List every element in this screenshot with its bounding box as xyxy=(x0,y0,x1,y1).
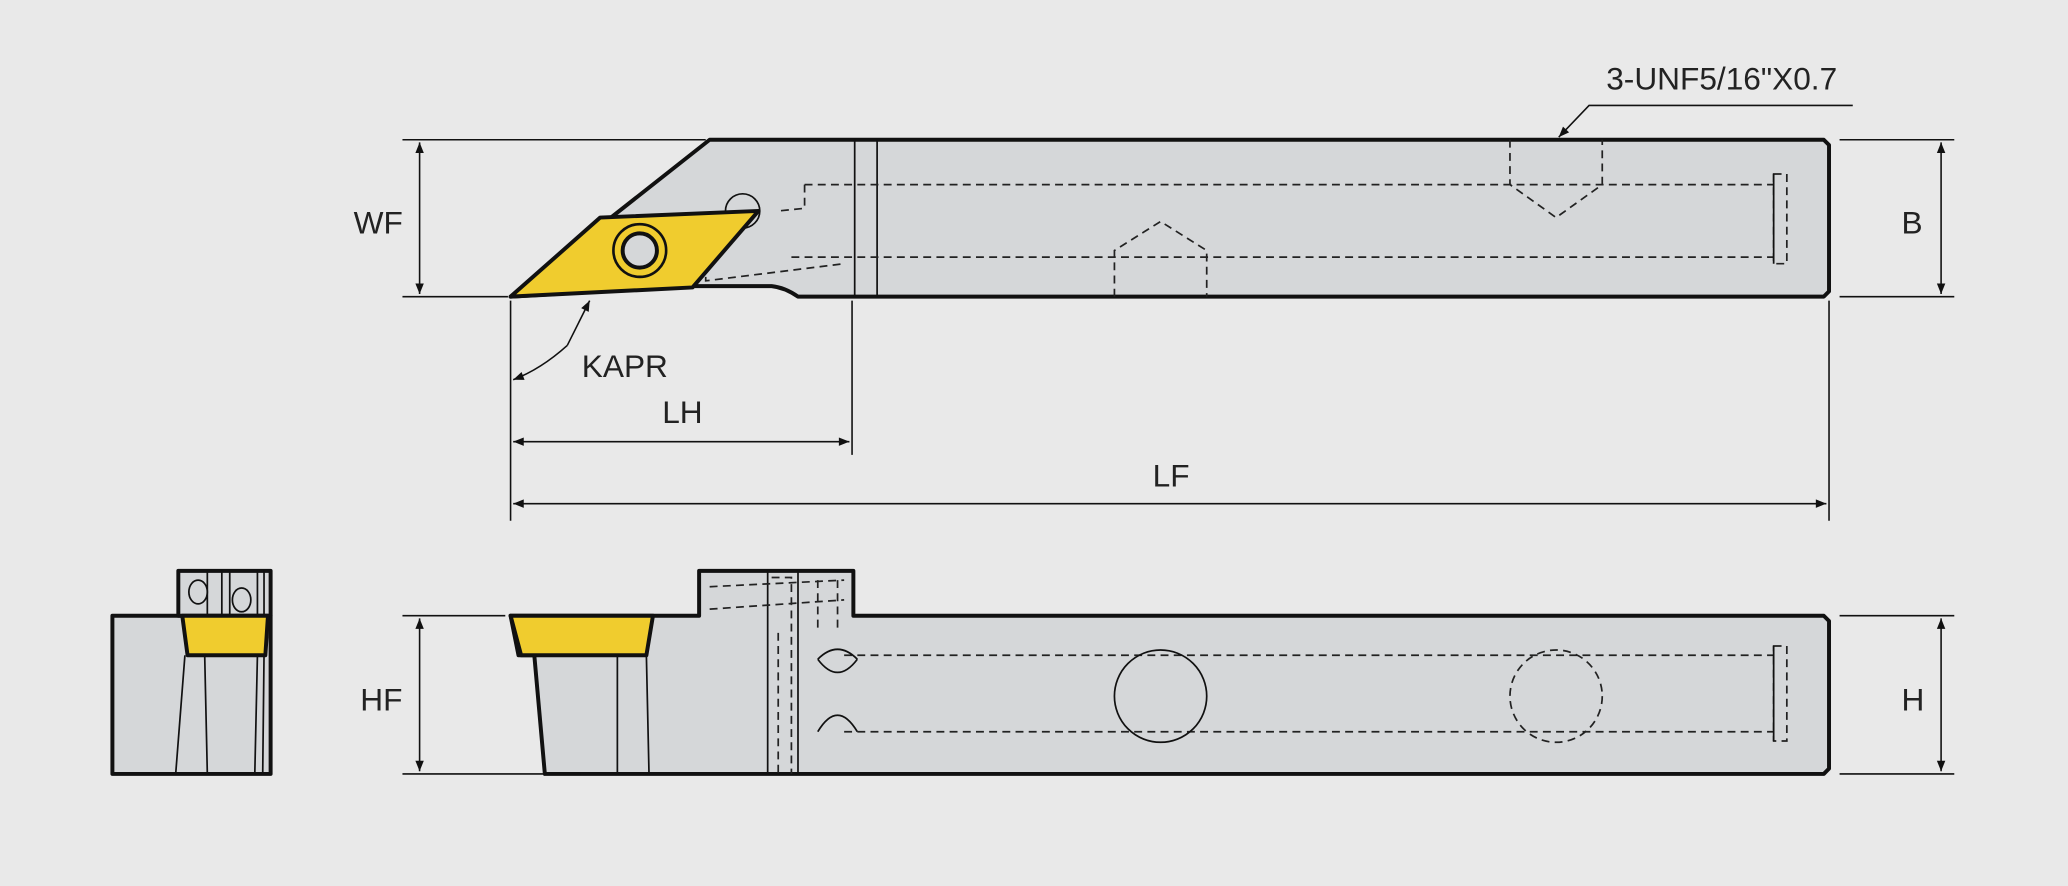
dim-wf: WF xyxy=(354,138,706,298)
label-thread: 3-UNF5/16"X0.7 xyxy=(1606,61,1837,97)
dim-kapr: KAPR xyxy=(509,300,668,521)
dim-hf: HF xyxy=(360,614,581,775)
bore-hidden-side xyxy=(709,576,1788,774)
label-wf: WF xyxy=(354,204,403,240)
dim-lh: LH xyxy=(513,300,853,455)
label-hf: HF xyxy=(360,682,402,718)
coolant-bore-hidden xyxy=(704,173,1788,282)
dim-lf: LF xyxy=(513,300,1830,521)
side-view xyxy=(508,568,1832,776)
label-b: B xyxy=(1902,204,1923,240)
clamp-end-view xyxy=(176,568,273,618)
insert-side-view xyxy=(508,613,655,658)
end-view xyxy=(110,568,273,776)
screw-hole-hidden xyxy=(1113,139,1604,297)
shank-top-view xyxy=(508,137,1832,299)
insert-end-view xyxy=(180,613,270,658)
label-lh: LH xyxy=(662,394,702,430)
thread-callout: 3-UNF5/16"X0.7 xyxy=(1558,61,1853,138)
mounting-hole xyxy=(1113,649,1208,744)
label-kapr: KAPR xyxy=(582,348,668,384)
shank-side-view xyxy=(508,568,1832,776)
dim-h: H xyxy=(1839,614,1955,775)
insert-screw-icon xyxy=(620,231,659,270)
top-view xyxy=(508,137,1832,299)
label-lf: LF xyxy=(1153,458,1190,494)
label-h: H xyxy=(1902,682,1925,718)
dim-b: B xyxy=(1839,138,1955,298)
mounting-hole-hidden xyxy=(1509,649,1604,744)
